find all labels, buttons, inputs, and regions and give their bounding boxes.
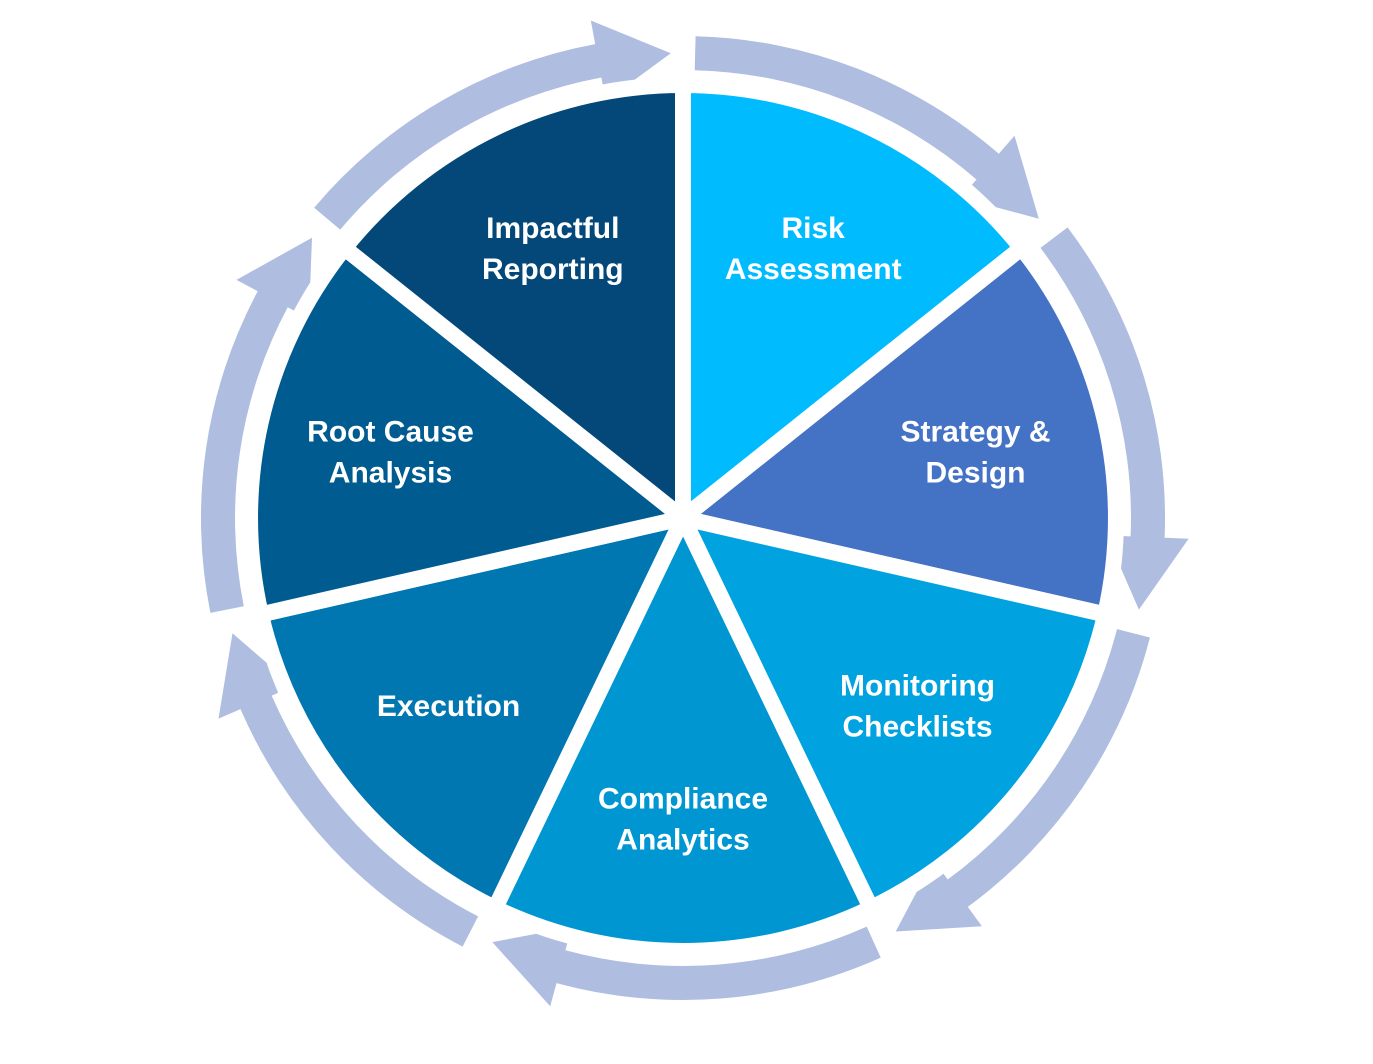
- cycle-arrow: [1040, 227, 1189, 610]
- segment-wedge: [675, 76, 1033, 535]
- segment-wedge: [484, 499, 882, 959]
- segment-label-line: Root Cause: [307, 416, 474, 449]
- segment-label-line: Assessment: [725, 253, 902, 286]
- cycle-arrow: [200, 237, 312, 613]
- segment-label: Execution: [377, 690, 520, 723]
- segment-label-line: Strategy &: [900, 416, 1050, 449]
- cycle-arrow: [218, 633, 479, 947]
- segment-label-line: Risk: [782, 212, 846, 245]
- segment-label-line: Monitoring: [840, 669, 995, 702]
- cycle-arrow: [694, 36, 1039, 219]
- segment-wedge: [251, 506, 698, 919]
- segment-wedge: [333, 76, 691, 535]
- cycle-arrow: [314, 20, 671, 230]
- segment-label-line: Compliance: [598, 782, 768, 815]
- segment-wedge: [242, 236, 701, 624]
- segment-label-line: Checklists: [842, 710, 992, 743]
- cycle-arrow: [895, 629, 1150, 932]
- arrow-ring: [200, 20, 1189, 1007]
- segment-label: Strategy & Design: [900, 416, 1050, 490]
- segment-label-line: Design: [925, 457, 1025, 490]
- segment-label-line: Impactful: [486, 212, 619, 245]
- segment-label-line: Execution: [377, 690, 520, 723]
- pie-segments: [242, 76, 1124, 959]
- segment-label-line: Analysis: [329, 457, 452, 490]
- segment-wedge: [665, 236, 1124, 624]
- segment-wedge: [668, 506, 1115, 919]
- segment-label-line: Reporting: [482, 253, 624, 286]
- segment-label-line: Analytics: [616, 823, 749, 856]
- wheel-hub: [673, 508, 693, 528]
- cycle-arrow: [492, 926, 881, 1007]
